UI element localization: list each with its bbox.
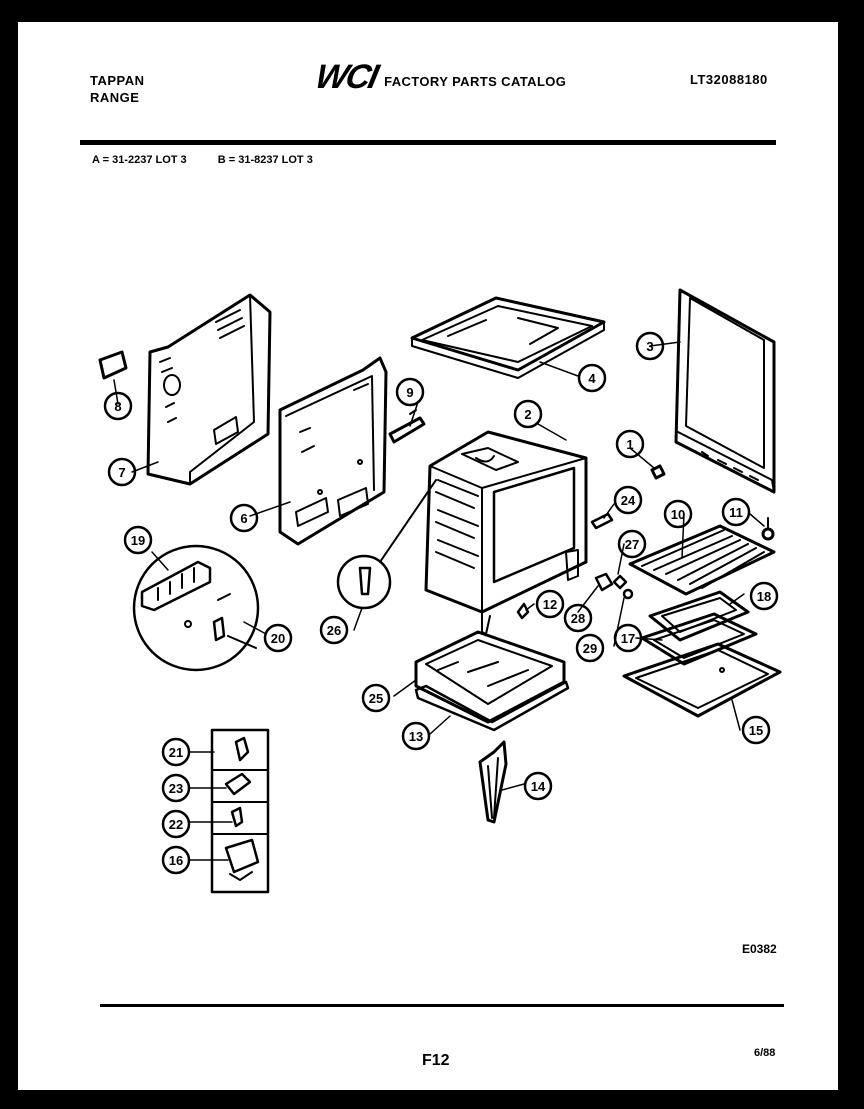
model-a: A = 31-2237 LOT 3 — [92, 154, 187, 166]
part-leveling-leg — [478, 740, 508, 824]
part-side-panel — [146, 293, 272, 486]
page-number: F12 — [422, 1052, 450, 1069]
callout-6: 6 — [240, 511, 247, 526]
callout-9: 9 — [406, 385, 413, 400]
part-hinge-bracket — [388, 409, 426, 444]
callout-19: 19 — [131, 533, 145, 548]
callout-8: 8 — [114, 399, 121, 414]
callout-4: 4 — [588, 371, 596, 386]
parts-catalog-page: TAPPAN RANGE WCI FACTORY PARTS CATALOG L… — [18, 22, 838, 1090]
header-rule — [80, 140, 776, 145]
leader-lines — [113, 341, 765, 861]
part-cooktop — [410, 296, 606, 379]
parts-legend-box — [210, 728, 270, 894]
callout-17: 17 — [621, 631, 635, 646]
callout-22: 22 — [169, 817, 183, 832]
page-date: 6/88 — [754, 1047, 776, 1059]
detail-circle-26 — [336, 479, 437, 610]
part-broiler-grid — [648, 590, 750, 642]
callout-23: 23 — [169, 781, 183, 796]
exploded-parts-diagram: 3 4 2 9 6 7 8 1 10 11 24 27 12 28 29 18 … — [98, 288, 782, 894]
part-back-panel — [278, 356, 388, 546]
callout-2: 2 — [524, 407, 531, 422]
callout-11: 11 — [729, 505, 743, 520]
footer-rule — [100, 1004, 784, 1007]
callout-21: 21 — [169, 745, 183, 760]
catalog-title: FACTORY PARTS CATALOG — [384, 74, 567, 89]
product-type: RANGE — [90, 90, 140, 105]
callout-1: 1 — [626, 437, 633, 452]
callout-10: 10 — [671, 507, 685, 522]
part-drawer-slide — [414, 680, 570, 732]
callout-27: 27 — [625, 537, 639, 552]
part-broiler-pan — [640, 612, 758, 666]
callout-25: 25 — [369, 691, 383, 706]
callout-15: 15 — [749, 723, 763, 738]
callout-markers — [103, 331, 779, 875]
callout-28: 28 — [571, 611, 585, 626]
callout-16: 16 — [169, 853, 183, 868]
callout-20: 20 — [271, 631, 285, 646]
callout-29: 29 — [583, 641, 597, 656]
callout-12: 12 — [543, 597, 557, 612]
callout-3: 3 — [646, 339, 653, 354]
part-oven-door — [674, 288, 776, 494]
catalog-number: LT32088180 — [690, 72, 768, 87]
detail-circle-switches — [132, 544, 260, 672]
part-bottom-panel — [622, 642, 782, 718]
part-small-components — [516, 464, 775, 620]
callout-7: 7 — [118, 465, 125, 480]
callout-14: 14 — [531, 779, 546, 794]
callout-24: 24 — [621, 493, 636, 508]
model-list: A = 31-2237 LOT 3 B = 31-8237 LOT 3 — [92, 154, 341, 166]
catalog-heading: WCI FACTORY PARTS CATALOG — [312, 58, 567, 97]
brand-block: TAPPAN RANGE — [90, 72, 145, 106]
callout-numbers: 3 4 2 9 6 7 8 1 10 11 24 27 12 28 29 18 … — [114, 339, 771, 868]
brand-name: TAPPAN — [90, 73, 145, 88]
part-cover-plate — [98, 350, 128, 380]
diagram-code: E0382 — [742, 942, 777, 956]
part-storage-drawer — [414, 630, 566, 724]
callout-18: 18 — [757, 589, 771, 604]
callout-26: 26 — [327, 623, 341, 638]
callout-13: 13 — [409, 729, 423, 744]
model-b: B = 31-8237 LOT 3 — [217, 154, 313, 166]
part-oven-rack — [628, 524, 776, 596]
